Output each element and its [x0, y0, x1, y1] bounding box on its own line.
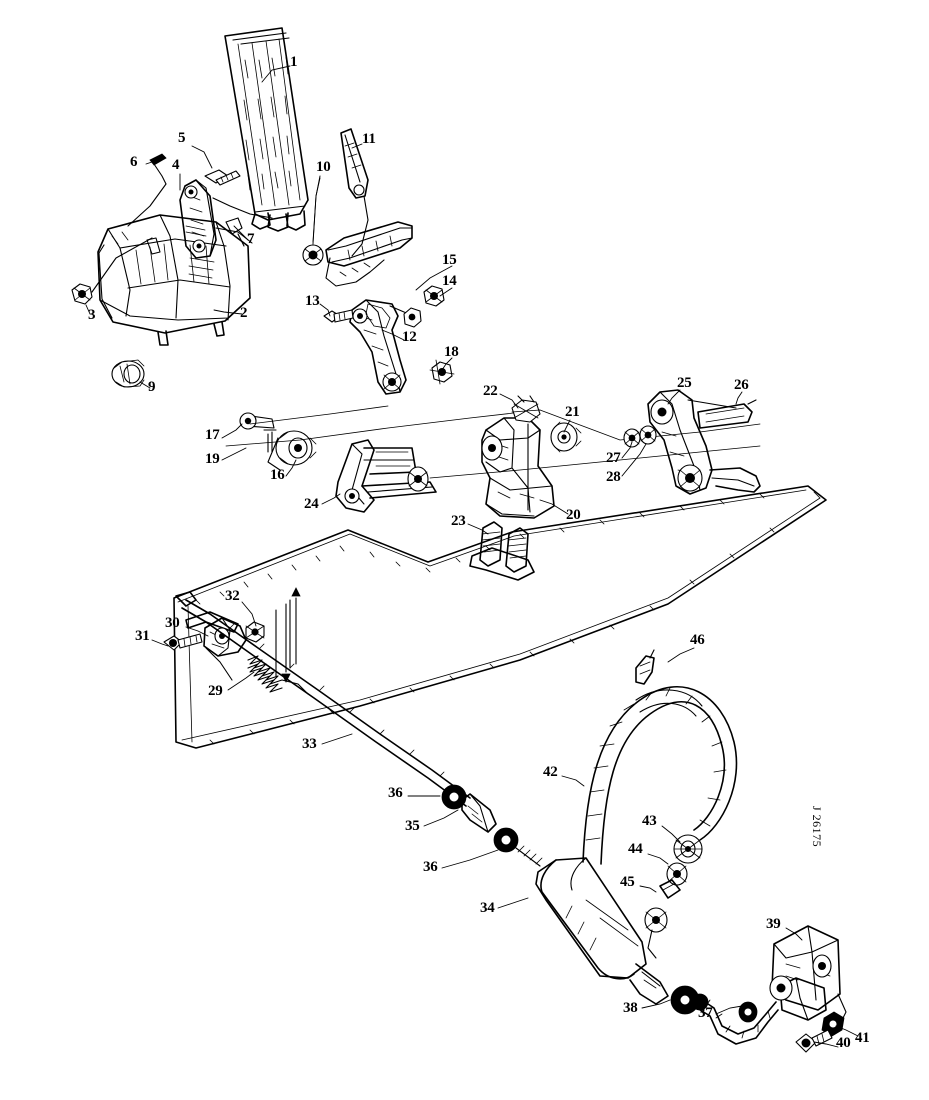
- callout-36b: 36: [423, 859, 438, 875]
- part-15-washer: [403, 307, 422, 328]
- callout-3: 3: [88, 307, 96, 323]
- part-7-bushing: [225, 217, 245, 247]
- part-10-washer: [312, 177, 321, 245]
- part-43-clamp: [673, 834, 703, 864]
- panel-guide-brackets: [275, 587, 301, 683]
- callout-42: 42: [543, 764, 558, 780]
- part-12-bell-crank-lever: [349, 299, 415, 395]
- callout-31: 31: [135, 628, 150, 644]
- callout-26: 26: [734, 377, 749, 393]
- part-2-pedal-support-bracket: [97, 214, 251, 346]
- callout-16: 16: [270, 467, 285, 483]
- callout-28: 28: [606, 469, 621, 485]
- callout-32: 32: [225, 588, 240, 604]
- callout-1: 1: [290, 54, 298, 70]
- callout-25: 25: [677, 375, 692, 391]
- part-44-washer: [666, 862, 688, 886]
- callout-37: 37: [698, 1005, 713, 1021]
- callout-41: 41: [855, 1030, 870, 1046]
- part-27-washer: [623, 428, 641, 448]
- callout-45: 45: [620, 874, 635, 890]
- callout-24: 24: [304, 496, 319, 512]
- push-rod-threaded-end: [515, 845, 543, 867]
- callout-5: 5: [178, 130, 186, 146]
- part-39-valve-body-bracket: [769, 925, 847, 1025]
- part-38-nut: [691, 993, 709, 1011]
- callout-19: 19: [205, 451, 220, 467]
- part-28-washer: [639, 425, 657, 445]
- part-26-rod: [697, 399, 757, 429]
- part-18-nut: [429, 359, 455, 385]
- part-17-clevis-pin: [239, 412, 275, 430]
- callout-23: 23: [451, 513, 466, 529]
- callout-7: 7: [247, 231, 255, 247]
- part-20-pedal-bracket-support: [481, 417, 555, 519]
- part-4-pedal-lever: [179, 179, 273, 259]
- part-16-bushing: [267, 430, 317, 471]
- right-curved-rod: [709, 467, 761, 493]
- callout-12: 12: [402, 329, 417, 345]
- callout-4: 4: [172, 157, 180, 173]
- callout-33: 33: [302, 736, 317, 752]
- leader-lines: [85, 65, 859, 1048]
- part-35-fitting: [461, 793, 497, 833]
- callout-29: 29: [208, 683, 223, 699]
- callout-17: 17: [205, 427, 220, 443]
- callout-2: 2: [240, 305, 248, 321]
- callout-38: 38: [623, 1000, 638, 1016]
- callout-30: 30: [165, 615, 180, 631]
- part-6b-link-bar: [302, 221, 413, 287]
- part-22-nut: [511, 395, 541, 423]
- callout-14: 14: [442, 273, 457, 289]
- callout-44: 44: [628, 841, 643, 857]
- part-23-bolts: [469, 521, 535, 581]
- part-42-vacuum-hose: [582, 685, 738, 865]
- callout-27: 27: [606, 450, 621, 466]
- callout-46: 46: [690, 632, 705, 648]
- callout-34: 34: [480, 900, 495, 916]
- part-19-cotter-pin: [263, 429, 277, 453]
- callout-43: 43: [642, 813, 657, 829]
- callout-15: 15: [442, 252, 457, 268]
- callout-6: 6: [130, 154, 138, 170]
- callout-13: 13: [305, 293, 320, 309]
- callout-18: 18: [444, 344, 459, 360]
- callout-11: 11: [362, 131, 376, 147]
- callout-35: 35: [405, 818, 420, 834]
- callout-21: 21: [565, 404, 580, 420]
- callout-36: 36: [388, 785, 403, 801]
- callout-39: 39: [766, 916, 781, 932]
- part-46-hose-clamp: [635, 649, 655, 685]
- part-11-link-rod: [340, 128, 369, 257]
- callout-20: 20: [566, 507, 581, 523]
- part-36b-nut-lower: [493, 827, 519, 853]
- part-6-pin: [127, 153, 167, 227]
- part-32-nut: [245, 621, 265, 643]
- part-31-bolt: [163, 633, 203, 651]
- part-21-bushing: [550, 421, 582, 453]
- part-25-cross-shaft-lever: [647, 389, 737, 495]
- part-14-nut: [423, 285, 445, 307]
- part-1-pedal-pad-arm: [224, 27, 309, 232]
- part-40-bolt: [795, 1029, 833, 1053]
- part-3-nut: [71, 237, 153, 305]
- callout-40: 40: [836, 1035, 851, 1051]
- callout-22: 22: [483, 383, 498, 399]
- callout-10: 10: [316, 159, 331, 175]
- part-5-bolt: [204, 169, 241, 186]
- part-34-power-brake-cylinder: [535, 857, 669, 1005]
- floor-panel-outline: [173, 485, 827, 749]
- part-45-check-valve: [644, 879, 681, 959]
- callout-9: 9: [148, 379, 156, 395]
- part-30-clevis: [185, 611, 247, 681]
- part-9-grommet: [111, 359, 145, 388]
- part-33-push-rod: [175, 591, 471, 807]
- part-24-idler-lever: [335, 439, 437, 513]
- part-37-hose: [670, 985, 779, 1045]
- drawing-number: J 26175: [810, 806, 824, 848]
